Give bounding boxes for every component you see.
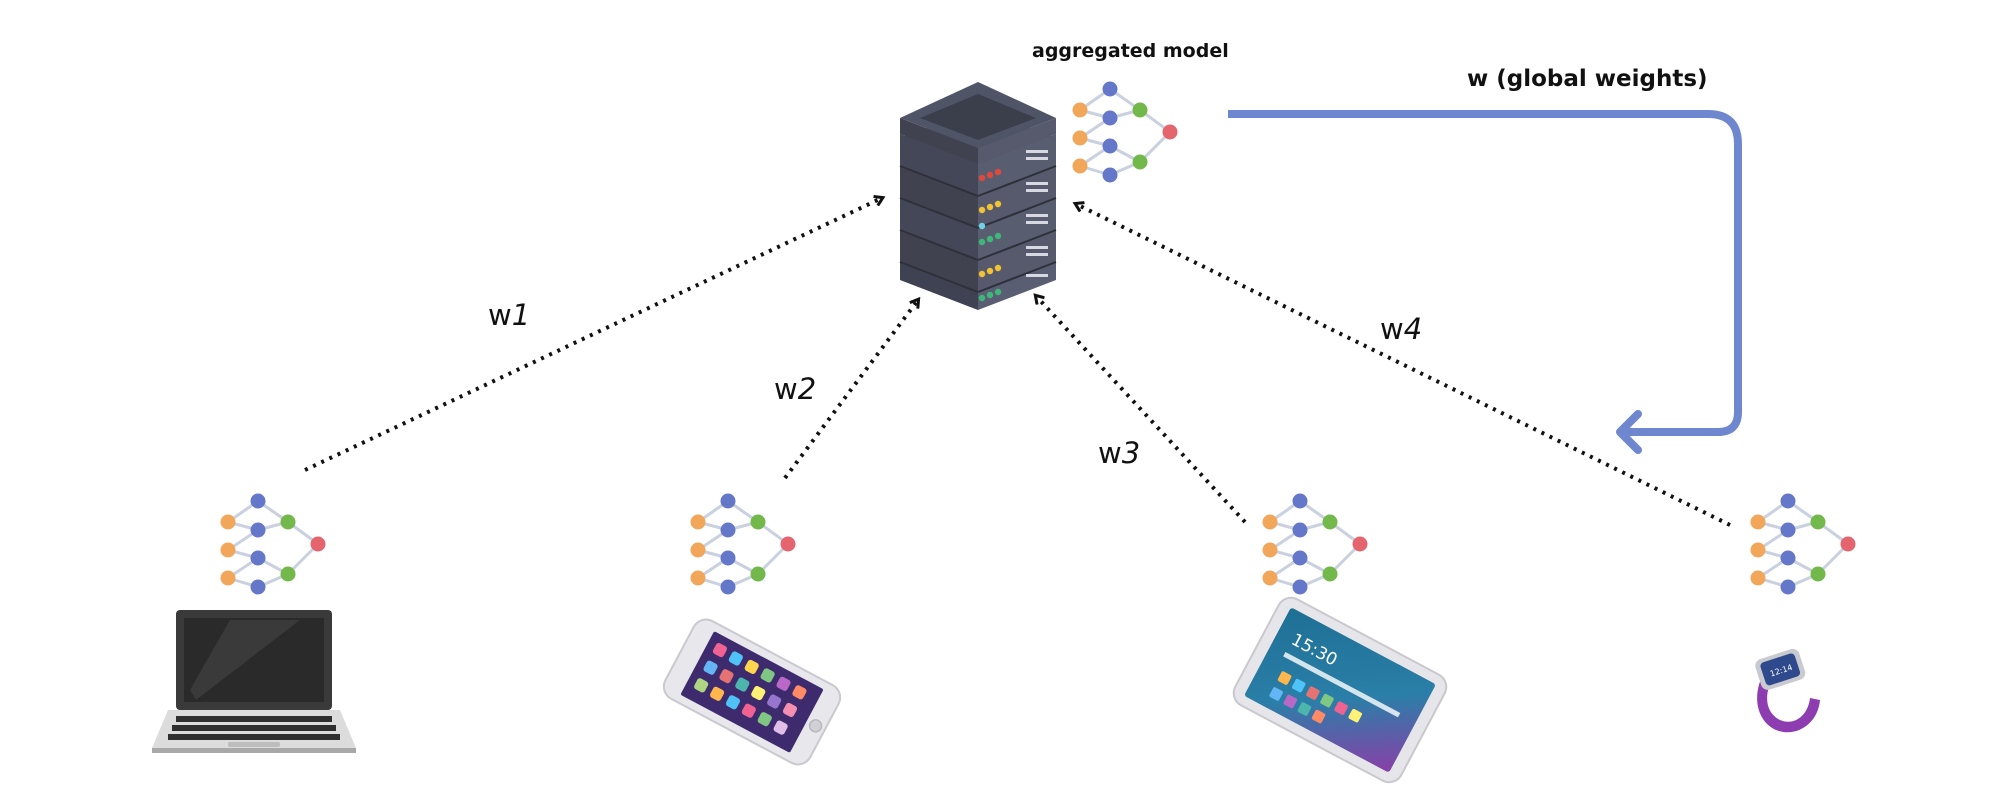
upload-arrow-w2	[783, 300, 918, 480]
upload-arrow-w1	[304, 198, 882, 472]
laptop-network-icon	[219, 492, 327, 596]
w1-label: w1	[488, 298, 531, 332]
w2-label: w2	[774, 372, 817, 406]
global-weights-label: w (global weights)	[1467, 66, 1708, 92]
aggregated-model-network-icon	[1071, 80, 1179, 184]
laptop-icon	[152, 610, 356, 753]
w4-label: w4	[1380, 312, 1423, 346]
upload-arrow-w3	[1036, 296, 1247, 524]
smartwatch-network-icon	[1749, 492, 1857, 596]
tablet-network-icon	[1261, 492, 1369, 596]
global-weights-arrow	[1228, 110, 1742, 454]
server-rack-icon	[899, 82, 1057, 310]
smartphone-network-icon	[689, 492, 797, 596]
smartwatch-icon: 12:14	[1755, 648, 1820, 733]
smartphone-icon	[662, 618, 842, 766]
upload-arrow-w4	[1076, 204, 1731, 527]
tablet-icon: 15:30	[1232, 596, 1448, 784]
w3-label: w3	[1098, 436, 1141, 470]
aggregated-model-label: aggregated model	[1032, 40, 1229, 62]
